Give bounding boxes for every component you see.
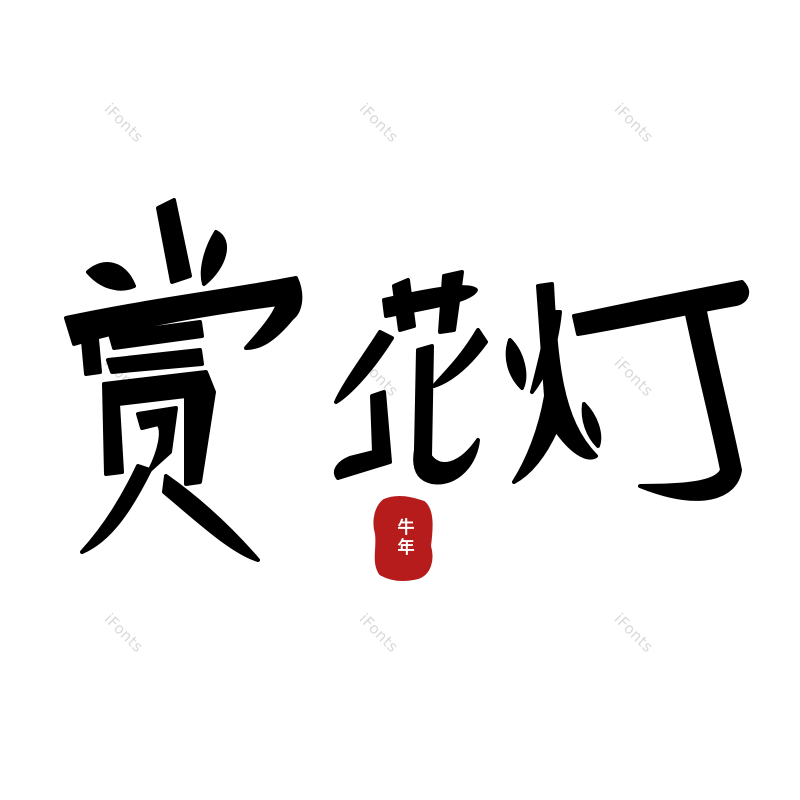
glyph-deng (505, 280, 750, 501)
glyph-shang (64, 198, 303, 562)
seal-char-1: 牛 (397, 518, 415, 538)
glyph-hua (333, 270, 488, 485)
seal-char-2: 年 (397, 538, 415, 558)
seal-text: 牛 年 (378, 498, 434, 578)
seal-stamp (373, 495, 433, 582)
